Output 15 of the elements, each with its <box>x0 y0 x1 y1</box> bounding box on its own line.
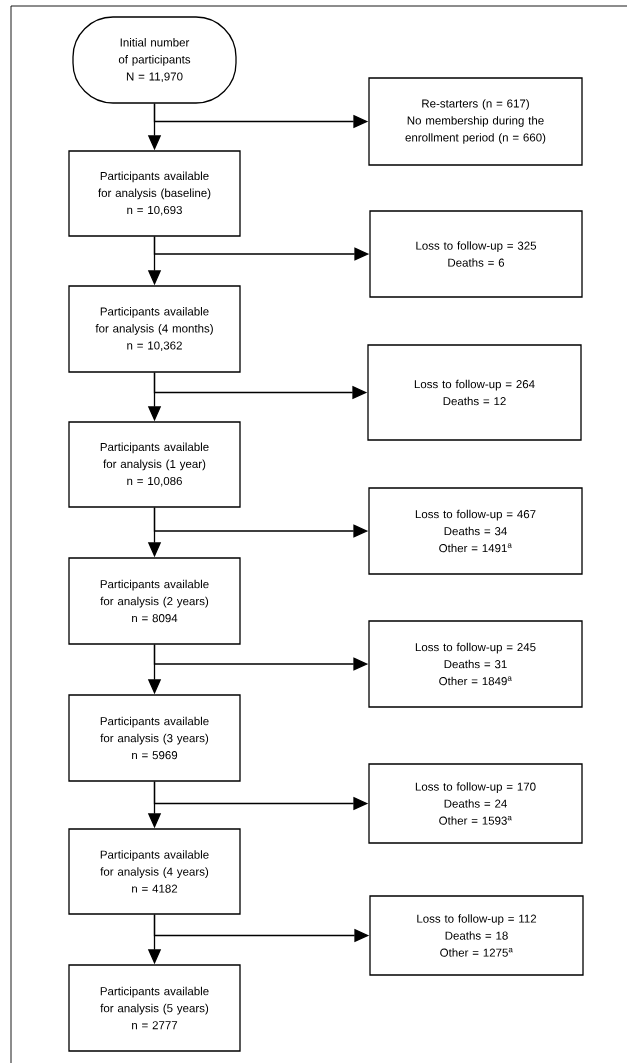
flow-box: Participants available for analysis (baseline) n = 10,693 <box>68 150 241 237</box>
flow-box: Participants available for analysis (3 years) n = 5969 <box>68 694 241 782</box>
flow-box: Participants available for analysis (5 years) n = 2777 <box>68 964 241 1052</box>
start-terminal: Initial number of participants N = 11,970 <box>72 16 237 104</box>
flow-box: Participants available for analysis (2 years) n = 8094 <box>68 557 241 645</box>
exclusion-box: Loss to follow-up = 245 Deaths = 31 Other = 1849$^{a}$ <box>368 620 583 708</box>
exclusion-box: Re-starters (n = 617) No membership during the enrollment period (n = 660) <box>368 77 583 166</box>
exclusion-box: Loss to follow-up = 467 Deaths = 34 Other = 1491$^{a}$ <box>368 487 583 575</box>
flow-box: Participants available for analysis (4 years) n = 4182 <box>68 828 241 915</box>
exclusion-box: Loss to follow-up = 325 Deaths = 6 <box>369 210 583 298</box>
flow-box: Participants available for analysis (1 year) n = 10,086 <box>68 421 241 508</box>
flow-box: Participants available for analysis (4 months) n = 10,362 <box>68 285 241 373</box>
exclusion-box: Loss to follow-up = 264 Deaths = 12 <box>367 344 582 441</box>
exclusion-box: Loss to follow-up = 112 Deaths = 18 Other = 1275$^{a}$ <box>369 895 584 976</box>
exclusion-box: Loss to follow-up = 170 Deaths = 24 Other = 1593$^{a}$ <box>368 763 583 844</box>
